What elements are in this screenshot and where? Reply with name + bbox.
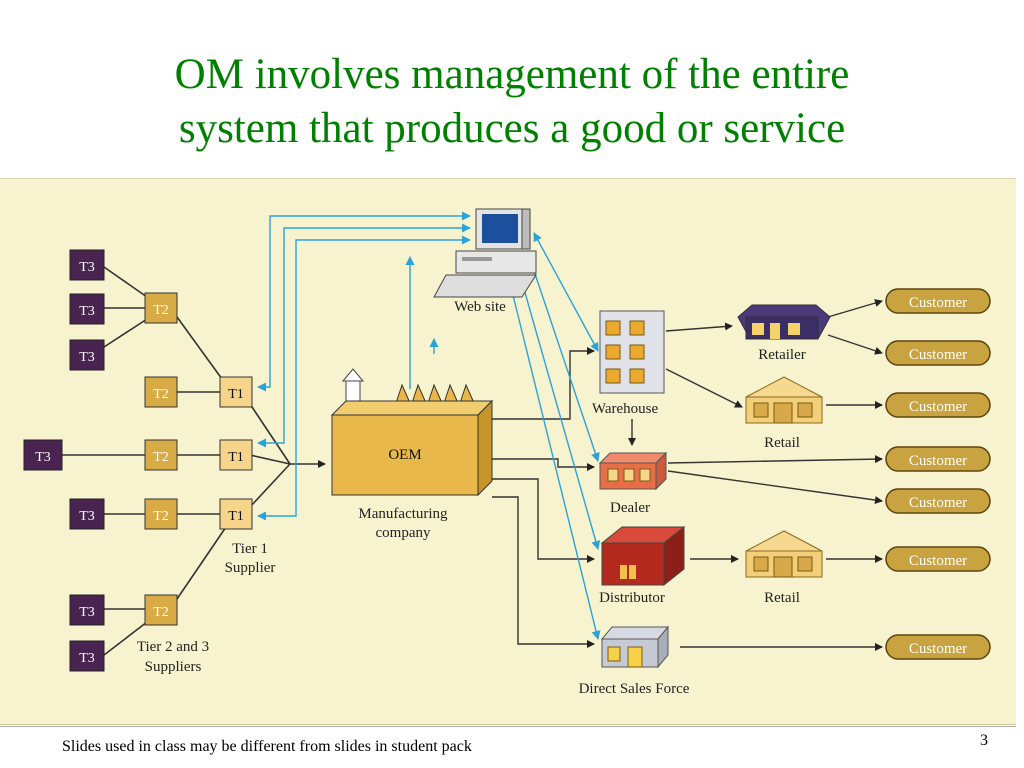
- tier3-label: T3: [79, 260, 95, 275]
- tier1-caption-line-2: Supplier: [225, 560, 276, 576]
- tier3-box: T3: [69, 249, 105, 281]
- tier3-box: T3: [69, 640, 105, 672]
- retail-icon: [745, 530, 823, 578]
- tier1-label: T1: [228, 387, 244, 402]
- retail-icon: [745, 376, 823, 424]
- tier2-box: T2: [144, 498, 178, 530]
- customer-label: Customer: [909, 641, 967, 657]
- retail-label-1: Retail: [764, 435, 800, 451]
- tier3-box: T3: [69, 293, 105, 325]
- customer-box: Customer: [885, 340, 991, 366]
- tier3-label: T3: [79, 350, 95, 365]
- tier3-box: T3: [69, 339, 105, 371]
- slide-title-line-2: system that produces a good or service: [178, 105, 846, 152]
- slide-number: 3: [980, 732, 988, 749]
- oem-caption-line-1: Manufacturing: [358, 506, 448, 522]
- customer-label: Customer: [909, 453, 967, 469]
- tier1-box: T1: [219, 376, 253, 408]
- tier1-caption-line-1: Tier 1: [232, 541, 268, 557]
- customer-label: Customer: [909, 495, 967, 511]
- slide-title: OM involves management of the entire sys…: [0, 48, 1024, 156]
- dealer-icon: [598, 451, 668, 491]
- tier23-caption-line-1: Tier 2 and 3: [137, 639, 209, 655]
- tier2-box: T2: [144, 439, 178, 471]
- footer-divider: [0, 726, 1016, 727]
- warehouse-icon: [599, 310, 665, 394]
- distributor-icon: [600, 525, 686, 587]
- tier3-box: T3: [69, 594, 105, 626]
- information-links: [257, 211, 601, 640]
- customer-box: Customer: [885, 488, 991, 514]
- retailer-icon: [737, 304, 831, 340]
- tier2-label: T2: [153, 387, 169, 402]
- customer-box: Customer: [885, 634, 991, 660]
- tier1-box: T1: [219, 498, 253, 530]
- dealer-label: Dealer: [610, 500, 650, 516]
- tier3-label: T3: [35, 450, 51, 465]
- retail-label-2: Retail: [764, 590, 800, 606]
- tier2-label: T2: [153, 509, 169, 524]
- tier1-label: T1: [228, 509, 244, 524]
- distributor-label: Distributor: [599, 590, 665, 606]
- direct-sales-label: Direct Sales Force: [579, 681, 690, 697]
- customer-box: Customer: [885, 446, 991, 472]
- tier3-label: T3: [79, 304, 95, 319]
- supply-chain-svg: T3 T3 T3 T3 T3 T3 T3 T2: [23, 208, 991, 697]
- website-label: Web site: [454, 299, 506, 315]
- warehouse-label: Warehouse: [592, 401, 659, 417]
- tier-3-suppliers: T3 T3 T3 T3 T3 T3 T3: [23, 249, 105, 672]
- tier-1-suppliers: T1 T1 T1: [219, 376, 253, 530]
- tier3-label: T3: [79, 605, 95, 620]
- slide-title-line-1: OM involves management of the entire: [174, 51, 850, 98]
- tier2-label: T2: [153, 605, 169, 620]
- web-site-computer-icon: [433, 208, 537, 298]
- tier-2-suppliers: T2 T2 T2 T2 T2: [144, 292, 178, 626]
- supply-chain-diagram: T3 T3 T3 T3 T3 T3 T3 T2: [0, 178, 1016, 725]
- tier2-box: T2: [144, 292, 178, 324]
- oem-label: OEM: [388, 447, 421, 463]
- customer-box: Customer: [885, 288, 991, 314]
- tier2-box: T2: [144, 594, 178, 626]
- distribution-connectors: [492, 299, 883, 651]
- customer-box: Customer: [885, 546, 991, 572]
- customer-label: Customer: [909, 399, 967, 415]
- tier1-box: T1: [219, 439, 253, 471]
- tier1-label: T1: [228, 450, 244, 465]
- tier23-caption-line-2: Suppliers: [145, 659, 202, 675]
- footer-note: Slides used in class may be different fr…: [62, 738, 472, 755]
- oem-factory-icon: [330, 368, 494, 497]
- customer-label: Customer: [909, 347, 967, 363]
- customer-box: Customer: [885, 392, 991, 418]
- tier3-label: T3: [79, 651, 95, 666]
- tier2-label: T2: [153, 450, 169, 465]
- retailer-label: Retailer: [758, 347, 805, 363]
- tier2-label: T2: [153, 303, 169, 318]
- tier2-box: T2: [144, 376, 178, 408]
- tier3-box: T3: [69, 498, 105, 530]
- tier3-box: T3: [23, 439, 63, 471]
- oem-caption-line-2: company: [376, 525, 431, 541]
- direct-sales-force-icon: [600, 625, 670, 669]
- tier3-label: T3: [79, 509, 95, 524]
- customer-label: Customer: [909, 553, 967, 569]
- customers: Customer Customer Customer Customer Cust…: [885, 288, 991, 660]
- customer-label: Customer: [909, 295, 967, 311]
